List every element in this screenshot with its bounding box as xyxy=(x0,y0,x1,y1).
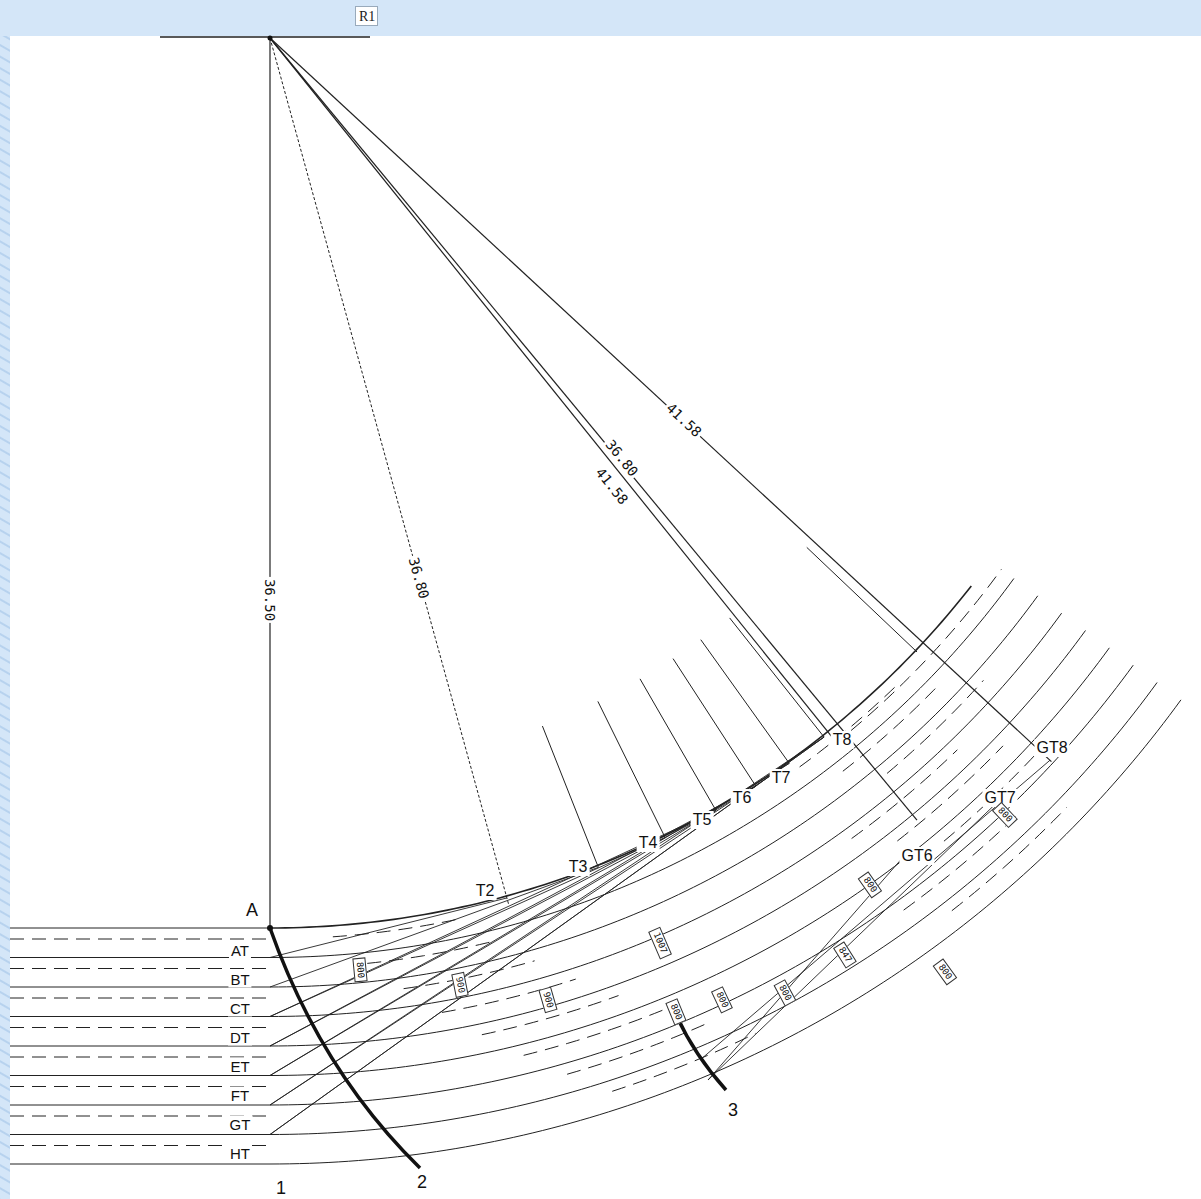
row-label: BT xyxy=(228,971,251,988)
sight-point-label: T7 xyxy=(770,769,793,787)
reference-line xyxy=(160,36,370,38)
seat-width-text: 847 xyxy=(833,941,857,968)
row-line xyxy=(10,1105,270,1106)
row-arc xyxy=(270,596,1038,987)
seat-width-text: 900 xyxy=(451,972,469,998)
radius-line xyxy=(270,38,508,904)
dimension-text: 41.58 xyxy=(662,398,707,441)
row-dash xyxy=(852,750,958,839)
sight-point-label: T8 xyxy=(831,731,854,749)
drawing-sheet xyxy=(10,36,1201,1199)
radius-line xyxy=(270,38,1051,762)
sightline xyxy=(708,860,901,1080)
sightline xyxy=(270,786,756,1046)
row-arc xyxy=(270,578,1014,957)
row-arc xyxy=(270,683,1157,1135)
row-line xyxy=(10,1075,270,1076)
row-arc xyxy=(270,700,1181,1164)
row-dash xyxy=(10,939,270,940)
row-label: CT xyxy=(228,1000,252,1017)
centre-marker xyxy=(268,36,273,41)
sight-point-label: GT8 xyxy=(1034,739,1069,757)
seat-width-text: 800 xyxy=(352,957,367,982)
tick-line xyxy=(730,618,824,737)
row-dash xyxy=(851,569,1001,730)
section-curve xyxy=(270,928,420,1168)
seat-width-text: 900 xyxy=(538,987,557,1014)
row-dash xyxy=(800,686,896,767)
point-label: A xyxy=(246,901,258,919)
row-label: FT xyxy=(229,1087,251,1104)
tick-line xyxy=(640,679,716,811)
seat-width-text: 800 xyxy=(774,979,797,1007)
row-label: AT xyxy=(229,942,251,959)
section-number: 2 xyxy=(417,1173,427,1191)
tick-line xyxy=(701,640,789,764)
sight-point-label: T2 xyxy=(474,882,497,900)
sightline xyxy=(270,810,716,1016)
section-number: 1 xyxy=(276,1179,286,1197)
sightline xyxy=(270,898,507,958)
row-dash xyxy=(843,684,939,771)
tick-line xyxy=(807,547,917,652)
row-line xyxy=(10,1046,270,1047)
row-label: HT xyxy=(228,1145,252,1162)
row-arc xyxy=(270,613,1062,1016)
row-dash xyxy=(887,680,983,773)
row-line xyxy=(10,1164,270,1165)
seat-width-text: 800 xyxy=(711,986,733,1013)
tick-line xyxy=(673,659,756,786)
sightline xyxy=(708,799,1000,1080)
sightline xyxy=(270,737,824,1105)
radius-line xyxy=(270,38,917,820)
seat-width-text: 800 xyxy=(933,958,958,985)
row-dash xyxy=(567,1023,708,1074)
row-dash xyxy=(612,1033,755,1091)
sight-point-label: T3 xyxy=(567,858,590,876)
sightline xyxy=(270,737,824,1134)
sightline xyxy=(270,763,789,1075)
radius-line xyxy=(270,38,834,739)
row-dash xyxy=(944,740,1049,842)
reference-name: R1 xyxy=(359,9,374,25)
row-dash xyxy=(10,968,270,969)
sightline xyxy=(270,737,824,1134)
sight-point-label: GT6 xyxy=(899,847,934,865)
row-dash xyxy=(333,919,457,936)
reference-tag: R1 xyxy=(355,6,378,26)
row-arc xyxy=(270,630,1085,1046)
seat-width-text: 800 xyxy=(858,871,883,898)
section-number: 3 xyxy=(728,1101,738,1119)
side-band xyxy=(0,36,10,1199)
point-marker xyxy=(267,925,273,931)
sight-point-label: T6 xyxy=(731,789,754,807)
row-arc xyxy=(270,648,1109,1076)
sightline xyxy=(270,838,665,1017)
seat-width-text: 800 xyxy=(665,998,686,1025)
radius-line xyxy=(269,38,270,928)
row-label: DT xyxy=(228,1029,252,1046)
row-label: GT xyxy=(228,1116,253,1133)
sightline xyxy=(270,867,598,987)
sightline xyxy=(700,760,1050,1060)
row-arc xyxy=(270,586,971,928)
row-line xyxy=(10,928,270,929)
row-dash xyxy=(10,998,270,999)
row-arc xyxy=(270,665,1133,1105)
dimension-text: 36.50 xyxy=(262,577,278,623)
tick-line xyxy=(598,701,665,837)
row-label: ET xyxy=(228,1058,251,1075)
row-line xyxy=(10,1134,270,1135)
seat-width-text: 1007 xyxy=(648,927,672,959)
top-band xyxy=(0,0,1201,36)
tick-line xyxy=(542,726,598,867)
dimension-text: 36.80 xyxy=(405,554,433,603)
sight-point-label: T4 xyxy=(637,834,660,852)
sight-point-label: T5 xyxy=(691,811,714,829)
row-dash xyxy=(524,1010,663,1055)
